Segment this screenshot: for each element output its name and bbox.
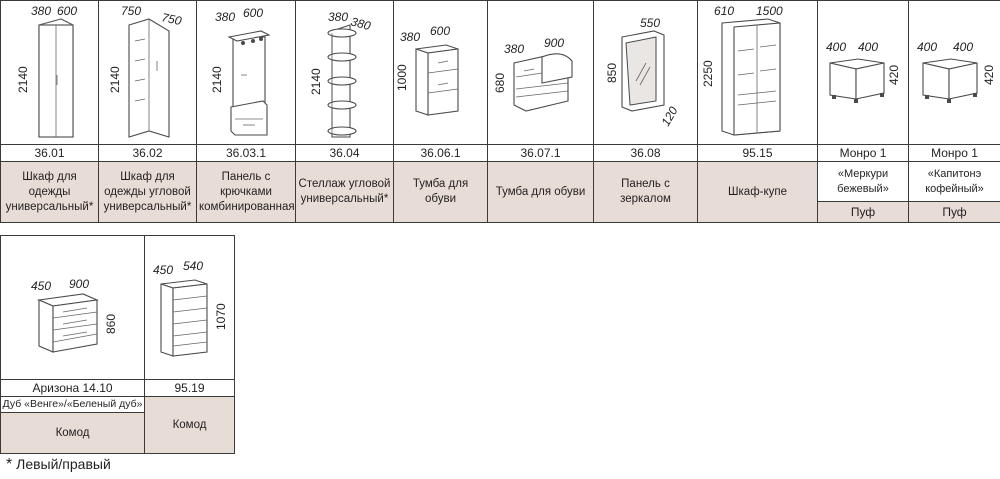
dim-depth: 120 <box>658 104 680 129</box>
product-code: Монро 1 <box>817 144 909 162</box>
dim-height: 680 <box>493 73 507 93</box>
product-finish: Дуб «Венге»/«Беленый дуб» <box>0 396 145 413</box>
product-image-monro-1-coffee: 400 400 420 <box>908 0 1000 145</box>
product-image-36-04: 380 380 2140 <box>295 0 394 145</box>
product-code: 95.15 <box>697 144 818 162</box>
product-name: Шкаф для одежды угловой универсальный* <box>98 161 197 223</box>
product-code: 36.07.1 <box>487 144 594 162</box>
dim-depth: 380 <box>31 4 51 18</box>
product-name: Тумба для обуви <box>487 161 594 223</box>
product-code: 36.06.1 <box>393 144 488 162</box>
product-code: 36.08 <box>593 144 698 162</box>
product-image-95-15: 610 1500 2250 <box>697 0 818 145</box>
product-name: Панель с зеркалом <box>593 161 698 223</box>
product-name: Комод <box>0 412 145 454</box>
dim-depth: 380 <box>215 10 235 24</box>
footnote-text: Левый/правый <box>16 456 111 472</box>
dim-width-a: 750 <box>121 4 141 18</box>
product-image-36-07-1: 380 900 680 <box>487 0 594 145</box>
product-code: 36.02 <box>98 144 197 162</box>
dim-depth: 380 <box>400 30 420 44</box>
dim-depth-a: 380 <box>328 10 348 24</box>
dim-width-b: 400 <box>953 40 973 54</box>
product-name: Комод <box>144 396 235 454</box>
product-code: 95.19 <box>144 379 235 397</box>
dim-depth-b: 380 <box>349 14 372 33</box>
product-image-36-06-1: 380 600 1000 <box>393 0 488 145</box>
dim-height: 420 <box>887 65 901 85</box>
dim-depth: 450 <box>31 279 51 293</box>
dim-width: 900 <box>544 36 564 50</box>
dim-depth: 450 <box>153 263 173 277</box>
dim-height: 2140 <box>16 66 30 93</box>
dim-width: 550 <box>640 16 660 30</box>
product-code: Монро 1 <box>908 144 1000 162</box>
dim-width: 1500 <box>756 4 783 18</box>
furniture-table-row1: 380 600 2140 750 750 2140 <box>0 0 1000 223</box>
product-image-arizona-14-10: 450 900 860 <box>0 235 145 380</box>
product-finish: «Капитонэ кофейный» <box>908 160 1000 203</box>
dim-width-a: 400 <box>917 40 937 54</box>
product-code: Аризона 14.10 <box>0 379 145 397</box>
dim-width-a: 400 <box>826 40 846 54</box>
dim-height: 2140 <box>108 66 122 93</box>
product-finish: «Меркури бежевый» <box>817 160 909 203</box>
product-image-36-03-1: 380 600 2140 <box>196 0 296 145</box>
furniture-table-row2: 450 900 860 450 540 1070 <box>0 235 235 454</box>
dim-height: 2140 <box>309 68 323 95</box>
footnote: * Левый/правый <box>6 456 111 474</box>
dim-height: 860 <box>104 313 118 333</box>
dim-height: 1000 <box>395 64 409 91</box>
product-code: 36.03.1 <box>196 144 296 162</box>
product-code: 36.01 <box>0 144 99 162</box>
dim-width: 600 <box>57 4 77 18</box>
product-image-monro-1-beige: 400 400 420 <box>817 0 909 145</box>
product-name: Пуф <box>908 201 1000 223</box>
dim-height: 850 <box>605 63 619 83</box>
dim-depth: 380 <box>504 42 524 56</box>
product-name: Шкаф-купе <box>697 161 818 223</box>
dim-height: 1070 <box>214 302 228 329</box>
dim-height: 2140 <box>210 66 224 93</box>
product-name: Тумба для обуви <box>393 161 488 223</box>
product-image-36-02: 750 750 2140 <box>98 0 197 145</box>
dim-depth: 610 <box>714 4 734 18</box>
dim-height: 2250 <box>701 60 715 87</box>
dim-height: 420 <box>982 65 996 85</box>
dim-width: 600 <box>243 6 263 20</box>
dim-width: 540 <box>183 259 203 273</box>
product-name: Пуф <box>817 201 909 223</box>
dim-width-b: 400 <box>858 40 878 54</box>
footnote-star: * <box>6 456 13 473</box>
dim-width: 600 <box>430 24 450 38</box>
dim-width: 900 <box>69 277 89 291</box>
product-image-95-19: 450 540 1070 <box>144 235 235 380</box>
product-name: Стеллаж угловой универсальный* <box>295 161 394 223</box>
product-name: Панель с крючками комбинированная <box>196 161 296 223</box>
product-name: Шкаф для одежды универсальный* <box>0 161 99 223</box>
product-image-36-08: 550 850 120 <box>593 0 698 145</box>
dim-width-b: 750 <box>160 10 183 28</box>
product-code: 36.04 <box>295 144 394 162</box>
product-image-36-01: 380 600 2140 <box>0 0 99 145</box>
